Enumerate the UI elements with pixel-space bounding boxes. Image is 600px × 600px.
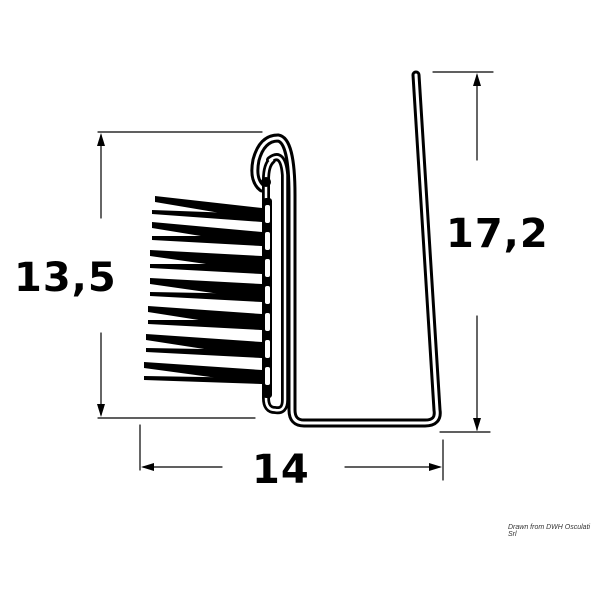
dimension-lines [100,74,478,468]
clip-profile [250,70,442,428]
dimension-label-brush-height: 13,5 [14,255,117,301]
credit-text: Drawn from DWH Osculati Srl [508,524,591,538]
brush-bristles [144,196,262,384]
dimension-label-width: 14 [252,447,310,493]
extension-lines [97,71,494,481]
dimension-label-total-height: 17,2 [446,211,549,257]
arrowheads [97,73,481,471]
